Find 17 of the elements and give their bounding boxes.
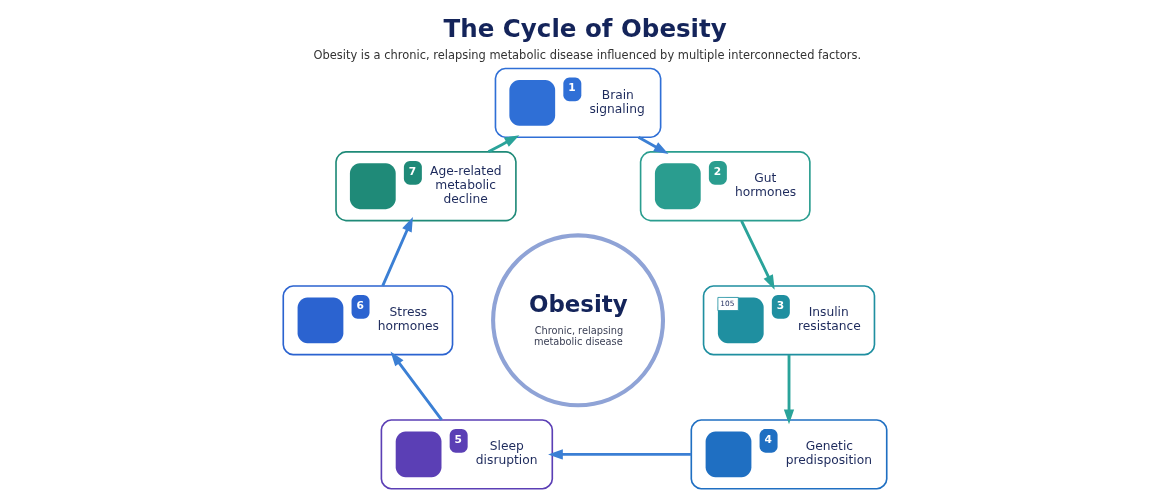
arrow — [740, 220, 775, 290]
arrow — [548, 449, 692, 460]
arrow — [390, 351, 443, 421]
node-box: 7 Age-related metabolic decline — [335, 151, 517, 222]
node-box: 105 3 Insulin resistance — [702, 285, 876, 356]
arrow — [487, 135, 520, 154]
caption: Obesity is a chronic, relapsing metabolic disease influenced by multiple interconnected factors. — [313, 47, 862, 62]
arrow — [381, 216, 413, 287]
diagram-title: The Cycle of Obesity — [443, 13, 727, 43]
arrow — [783, 354, 795, 425]
node-box: 1 Brain signaling — [494, 67, 662, 138]
node-box: 5 Sleep disruption — [380, 419, 554, 490]
node-box: 6 Stress hormones — [282, 285, 454, 356]
node-box: 4 Genetic predisposition — [690, 419, 888, 490]
node-box: 2 Gut hormones — [639, 151, 811, 222]
arrow — [637, 136, 669, 154]
node-circle: Obesity Chronic, relapsing metabolic disease — [491, 233, 666, 408]
